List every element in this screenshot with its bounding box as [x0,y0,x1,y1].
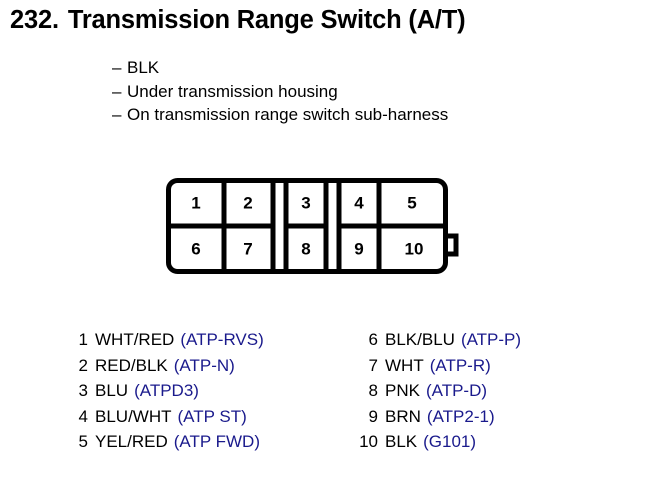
legend-pin-number: 6 [368,330,378,349]
pin-cell-4: 4 [354,193,364,212]
legend-pin-number: 3 [78,381,88,401]
legend-signal-name: (ATPD3) [134,381,199,401]
legend-signal-name: (G101) [423,432,477,452]
page-number: 232. [10,6,59,34]
legend-wire-color: WHT/RED [95,330,175,349]
legend-row: 10 BLK (G101) [352,432,521,458]
legend-row: 1 WHT/RED (ATP-RVS) [62,330,264,356]
dash-bullet-icon: – [112,81,122,101]
legend-signal-name: (ATP-R) [429,355,491,375]
locking-tab-icon [444,233,459,257]
legend-wire-color: RED/BLK [95,355,168,375]
page-title-text: Transmission Range Switch (A/T) [67,6,466,34]
pin-cell-1: 1 [191,193,200,212]
legend-pin-number: 5 [78,432,88,452]
legend-wire-color: BRN [385,406,421,426]
legend-row: 4 BLU/WHT (ATP ST) [62,407,264,433]
legend-wire-color: PNK [385,381,420,401]
legend-pin-number: 8 [368,381,378,401]
pin-cell-5: 5 [407,193,416,212]
legend-pin-number: 1 [78,330,88,349]
legend-row: 8 PNK (ATP-D) [352,381,521,407]
pin-cell-8: 8 [301,239,310,258]
connector-diagram: 1 2 3 4 5 6 7 8 9 10 [166,178,459,276]
note-item: –On transmission range switch sub-harnes… [112,103,448,127]
pin-legend-column-right: 6 BLK/BLU (ATP-P) 7 WHT (ATP-R) 8 PNK (A… [352,330,521,458]
pin-cell-7: 7 [243,239,252,258]
pin-cell-10: 10 [405,239,424,258]
pin-cell-2: 2 [243,193,252,212]
dash-bullet-icon: – [112,105,122,124]
legend-pin-number: 10 [359,432,378,452]
legend-signal-name: (ATP-P) [460,330,522,349]
pin-legend-column-left: 1 WHT/RED (ATP-RVS) 2 RED/BLK (ATP-N) 3 … [62,330,264,458]
dash-bullet-icon: – [112,58,122,77]
legend-row: 6 BLK/BLU (ATP-P) [352,330,522,356]
legend-wire-color: WHT [385,355,424,375]
legend-wire-color: BLK [385,432,418,452]
legend-signal-name: (ATP ST) [177,406,247,426]
legend-signal-name: (ATP-N) [173,355,235,375]
legend-wire-color: YEL/RED [95,432,168,452]
note-item: –Under transmission housing [112,80,448,104]
notes-list: –BLK –Under transmission housing –On tra… [112,56,448,127]
legend-signal-name: (ATP-D) [425,381,488,401]
legend-pin-number: 2 [78,355,88,375]
legend-row: 2 RED/BLK (ATP-N) [62,356,264,382]
legend-wire-color: BLU/WHT [95,406,172,426]
pin-legend: 1 WHT/RED (ATP-RVS) 2 RED/BLK (ATP-N) 3 … [0,330,662,470]
legend-row: 5 YEL/RED (ATP FWD) [62,432,264,458]
legend-row: 9 BRN (ATP2-1) [352,407,521,433]
legend-wire-color: BLU [95,381,129,401]
note-text: BLK [127,58,160,77]
pin-cell-3: 3 [301,193,310,212]
pin-cell-9: 9 [354,239,363,258]
page-title: 232. Transmission Range Switch (A/T) [10,6,466,35]
pin-cell-6: 6 [191,239,200,258]
note-text: Under transmission housing [127,81,338,101]
note-item: –BLK [112,56,448,80]
legend-pin-number: 7 [368,355,378,375]
legend-pin-number: 9 [368,406,378,426]
legend-wire-color: BLK/BLU [385,330,455,349]
note-text: On transmission range switch sub-harness [127,105,449,124]
legend-signal-name: (ATP-RVS) [180,330,264,349]
legend-pin-number: 4 [78,406,88,426]
legend-signal-name: (ATP FWD) [173,432,260,452]
legend-row: 7 WHT (ATP-R) [352,356,521,382]
legend-row: 3 BLU (ATPD3) [62,381,264,407]
legend-signal-name: (ATP2-1) [426,406,495,426]
